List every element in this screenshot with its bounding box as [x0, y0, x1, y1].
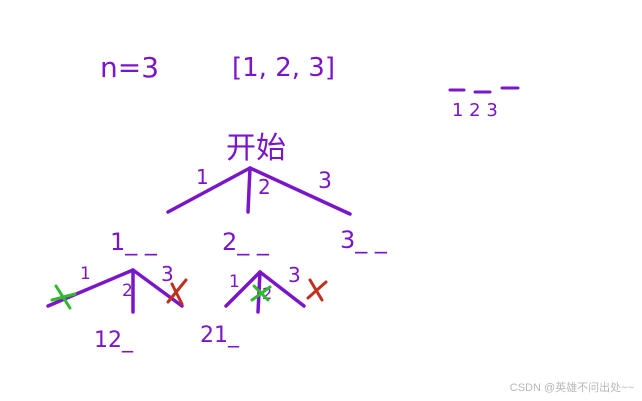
subtree-b-edge-3: 3: [288, 263, 301, 287]
subtree-b-red-cross-icon: [306, 278, 328, 302]
subtree-b-edge-2: 2: [262, 284, 272, 303]
subtree-b-green-cross-icon: [250, 284, 272, 302]
slot-dashes: [448, 86, 520, 94]
subtree-a-red-cross-icon: [166, 278, 188, 306]
level1-node-2: 2_ _: [222, 228, 270, 256]
subtree-a-edge-3: 3: [161, 262, 174, 286]
subtree-a-leaf: 12_: [94, 328, 134, 353]
root-label: 开始: [226, 131, 286, 166]
level1-edge-2: 2: [258, 175, 271, 199]
array-label: [1, 2, 3]: [232, 53, 335, 83]
level1-edge-1: 1: [196, 165, 209, 189]
subtree-a-green-cross-icon: [50, 284, 77, 310]
level1-edge-3: 3: [318, 169, 332, 194]
subtree-a-edge-2: 2: [122, 281, 133, 301]
level1-node-3: 3_ _: [340, 226, 388, 254]
level1-node-1: 1_ _: [110, 228, 158, 256]
subtree-a-edge-1: 1: [80, 264, 91, 284]
slots-label: 1 2 3: [452, 100, 498, 121]
n-label: n=3: [100, 51, 159, 84]
level1-branches: [166, 166, 352, 216]
watermark: CSDN @英雄不问出处~~: [509, 382, 634, 394]
subtree-b-leaf: 21_: [200, 323, 240, 348]
subtree-b-edge-1: 1: [229, 272, 240, 292]
